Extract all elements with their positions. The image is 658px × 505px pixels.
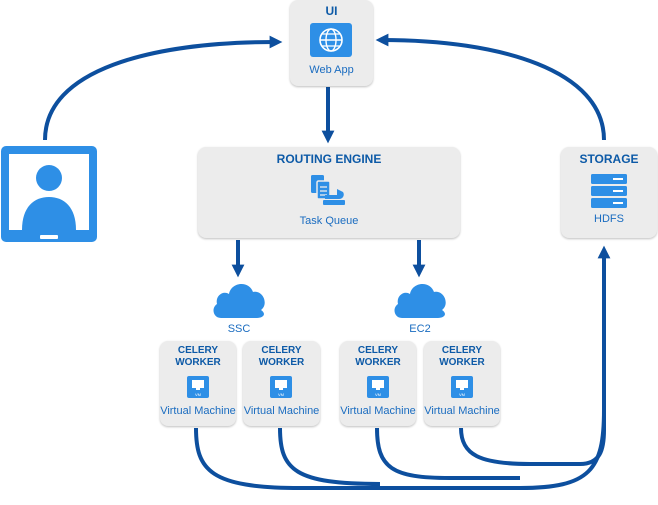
vm-icon-text: VM — [375, 392, 381, 397]
storage-title: STORAGE — [579, 152, 639, 166]
worker-label: Virtual Machine — [243, 405, 320, 417]
connector-worker-4 — [459, 427, 531, 466]
worker-title: CELERY WORKER — [243, 345, 320, 369]
routing-title: ROUTING ENGINE — [276, 152, 382, 166]
worker-title-line1: CELERY — [357, 345, 399, 356]
user-tablet-icon — [0, 145, 98, 247]
cloud-ssc-icon — [211, 278, 267, 325]
celery-worker-3[interactable]: CELERY WORKER VM Virtual Machine — [340, 341, 416, 426]
worker-title-line1: CELERY — [441, 345, 483, 356]
arrow-user-to-ui — [43, 35, 283, 141]
routing-subtitle: Task Queue — [299, 215, 359, 227]
celery-worker-1[interactable]: CELERY WORKER VM Virtual Machine — [160, 341, 236, 426]
vm-icon-text: VM — [195, 392, 201, 397]
arrow-to-storage — [530, 245, 611, 466]
worker-title-line2: WORKER — [439, 357, 485, 368]
worker-title-line1: CELERY — [177, 345, 219, 356]
connector-worker-2 — [278, 427, 381, 486]
worker-title: CELERY WORKER — [424, 345, 500, 369]
worker-title-line2: WORKER — [355, 357, 401, 368]
cloud-ssc-label: SSC — [227, 323, 251, 335]
worker-label: Virtual Machine — [424, 405, 500, 417]
ui-subtitle: Web App — [309, 64, 354, 76]
worker-title-line2: WORKER — [175, 357, 221, 368]
globe-icon — [310, 23, 352, 62]
celery-worker-2[interactable]: CELERY WORKER VM Virtual Machine — [243, 341, 320, 426]
worker-title-line2: WORKER — [258, 357, 305, 368]
worker-label: Virtual Machine — [340, 405, 416, 417]
worker-label: Virtual Machine — [160, 405, 236, 417]
vm-icon-text: VM — [278, 392, 284, 397]
ui-title: UI — [325, 4, 338, 18]
cloud-ec2-icon — [392, 278, 448, 325]
storage-subtitle: HDFS — [594, 213, 624, 225]
database-icon — [589, 174, 629, 213]
worker-title-line1: CELERY — [261, 345, 302, 356]
worker-title: CELERY WORKER — [340, 345, 416, 369]
virtual-machine-icon: VM — [270, 376, 292, 403]
routing-engine-box[interactable]: ROUTING ENGINE Task Queue — [198, 147, 460, 238]
virtual-machine-icon: VM — [367, 376, 389, 403]
worker-title: CELERY WORKER — [160, 345, 236, 369]
connector-worker-3 — [375, 427, 520, 480]
arrow-storage-to-ui — [375, 33, 606, 141]
ui-box[interactable]: UI Web App — [290, 0, 373, 86]
virtual-machine-icon: VM — [187, 376, 209, 403]
task-queue-icon — [309, 175, 349, 212]
storage-box[interactable]: STORAGE HDFS — [561, 147, 657, 238]
cloud-ec2-label: EC2 — [409, 323, 431, 335]
virtual-machine-icon: VM — [451, 376, 473, 403]
vm-icon-text: VM — [459, 392, 465, 397]
celery-worker-4[interactable]: CELERY WORKER VM Virtual Machine — [424, 341, 500, 426]
